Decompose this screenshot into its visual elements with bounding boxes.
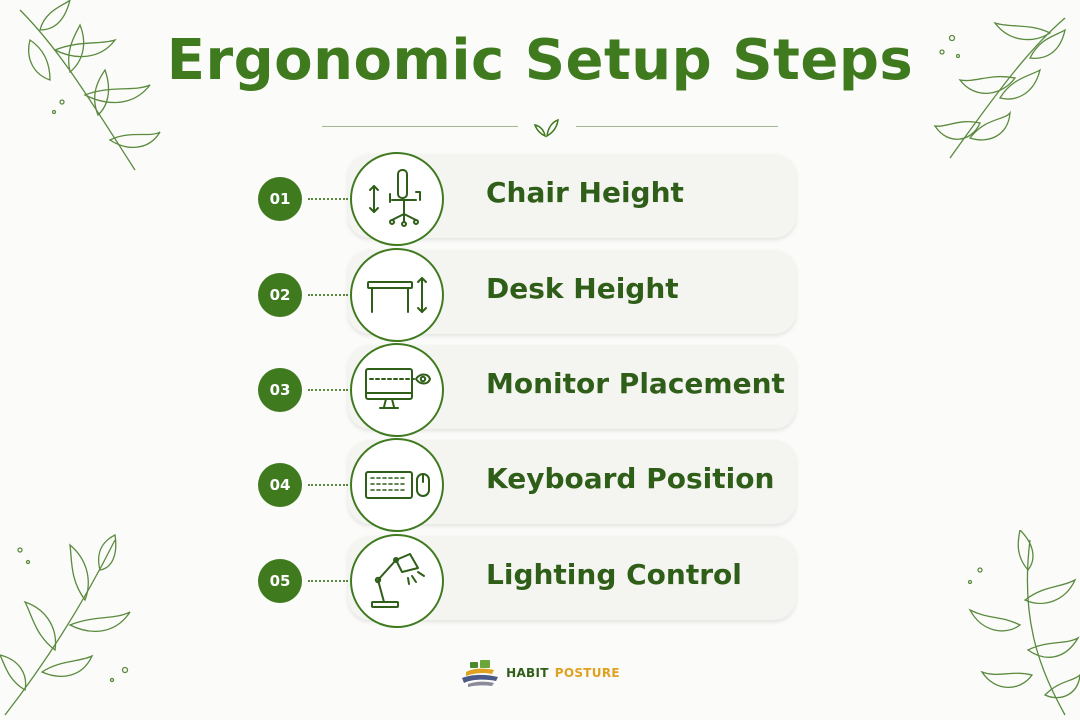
step-label: Keyboard Position [486,462,775,495]
dotted-connector [308,294,348,296]
divider-line-left [322,126,518,127]
brand-footer: HABIT POSTURE [0,658,1080,688]
step-icon-circle [350,152,444,246]
step-item: 02 Desk Height [258,248,800,342]
leaf-branch-icon [930,8,1070,168]
keyboard-mouse-icon [365,471,430,499]
step-icon-circle [350,248,444,342]
step-icon-circle [350,343,444,437]
brand-name-habit: HABIT [506,666,549,680]
step-item: 03 Monitor Placement [258,343,800,437]
desk-lamp-icon [371,553,425,608]
step-number-badge: 03 [258,368,302,412]
dotted-connector [308,389,348,391]
title-divider [322,112,778,140]
step-icon-circle [350,438,444,532]
step-label: Chair Height [486,176,684,209]
monitor-eye-icon [365,368,431,409]
leaf-branch-icon [920,530,1080,720]
step-item: 04 Keyboard Position [258,438,800,532]
dotted-connector [308,580,348,582]
step-number-badge: 05 [258,559,302,603]
desk-icon [367,277,427,313]
dotted-connector [308,484,348,486]
sprout-icon [533,118,559,138]
page-title: Ergonomic Setup Steps [166,28,914,93]
step-item: 01 Chair Height [258,152,800,246]
step-label: Lighting Control [486,558,742,591]
step-label: Monitor Placement [486,367,785,400]
dotted-connector [308,198,348,200]
step-label: Desk Height [486,272,679,305]
office-chair-icon [369,169,421,227]
step-number-badge: 01 [258,177,302,221]
leaf-branch-icon [0,530,150,720]
leaf-branch-icon [10,0,170,180]
step-number-badge: 02 [258,273,302,317]
habit-posture-logo [462,660,499,687]
step-icon-circle [350,534,444,628]
divider-line-right [576,126,778,127]
step-item: 05 Lighting Control [258,534,800,628]
step-number-badge: 04 [258,463,302,507]
brand-name-posture: POSTURE [554,666,620,680]
